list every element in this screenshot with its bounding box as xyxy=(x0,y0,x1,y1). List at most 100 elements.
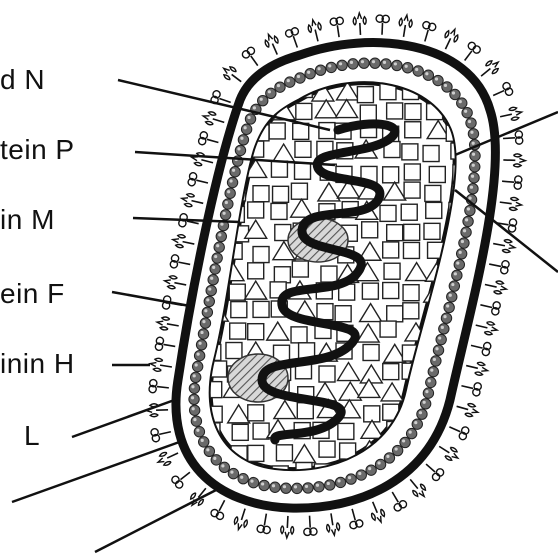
hemagglutinin-spike xyxy=(367,499,387,524)
envelope-bead-highlight xyxy=(297,75,300,78)
envelope-bead xyxy=(292,483,302,493)
envelope-bead xyxy=(227,177,237,187)
envelope-bead xyxy=(210,264,220,274)
interior-square xyxy=(253,247,269,263)
envelope-bead-highlight xyxy=(202,320,205,323)
label-matrix: in M xyxy=(0,204,55,236)
hemagglutinin-spike xyxy=(477,57,502,81)
envelope-bead-highlight xyxy=(307,71,310,74)
spike-head-lobe xyxy=(210,508,220,518)
envelope-bead-highlight xyxy=(212,266,215,269)
envelope-bead-highlight xyxy=(191,396,194,399)
envelope-bead-highlight xyxy=(268,90,271,93)
spike-stem xyxy=(466,366,478,369)
interior-triangle xyxy=(405,323,427,341)
spike-stem xyxy=(410,479,418,488)
envelope-bead-highlight xyxy=(425,72,428,75)
spike-head-curl xyxy=(444,446,461,463)
fusion-spike xyxy=(170,254,192,271)
spike-head-curl xyxy=(412,483,430,501)
envelope-bead xyxy=(459,238,469,248)
spike-stem xyxy=(159,432,171,435)
fusion-spike xyxy=(387,489,408,513)
hemagglutinin-spike xyxy=(440,26,461,51)
fusion-spike xyxy=(490,81,513,101)
spike-head-lobe xyxy=(500,266,508,274)
spike-head-curl xyxy=(444,26,461,42)
envelope-bead-highlight xyxy=(423,401,426,404)
interior-square xyxy=(293,123,309,139)
spike-stem xyxy=(219,98,230,102)
spike-stem xyxy=(310,516,311,528)
spike-stem xyxy=(352,509,355,521)
envelope-bead xyxy=(449,281,459,291)
interior-square xyxy=(319,123,335,139)
envelope-bead xyxy=(431,356,441,366)
interior-square xyxy=(253,301,269,317)
interior-triangle xyxy=(222,263,244,281)
envelope-bead xyxy=(204,296,214,306)
interior-square xyxy=(248,405,264,421)
envelope-bead xyxy=(258,96,268,106)
envelope-bead-highlight xyxy=(430,369,433,372)
envelope-bead xyxy=(420,399,430,409)
envelope-bead xyxy=(325,480,335,490)
envelope-bead xyxy=(206,285,216,295)
interior-triangle xyxy=(228,405,250,423)
envelope-bead xyxy=(462,108,472,118)
envelope-bead-highlight xyxy=(394,62,397,65)
envelope-bead xyxy=(281,483,291,493)
spike-stem xyxy=(382,23,383,35)
envelope-bead xyxy=(468,129,478,139)
hemagglutinin-spike xyxy=(465,359,489,377)
interior-square xyxy=(383,283,399,299)
fusion-spike xyxy=(479,298,501,315)
spike-head-lobe xyxy=(257,525,265,533)
interior-triangle xyxy=(361,420,383,438)
envelope-bead xyxy=(392,60,402,70)
spike-stem xyxy=(163,344,175,346)
envelope-bead xyxy=(466,118,476,128)
interior-square xyxy=(253,186,269,202)
envelope-bead xyxy=(191,416,201,426)
envelope-bead-highlight xyxy=(206,298,209,301)
envelope-bead xyxy=(326,62,336,72)
envelope-bead xyxy=(196,340,206,350)
envelope-bead xyxy=(452,270,462,280)
envelope-bead-highlight xyxy=(191,385,194,388)
envelope-bead xyxy=(423,388,433,398)
envelope-bead xyxy=(413,66,423,76)
spike-head-curl xyxy=(190,151,205,167)
envelope-bead xyxy=(211,455,221,465)
envelope-bead xyxy=(439,324,449,334)
spike-stem xyxy=(426,464,435,472)
envelope-bead xyxy=(295,73,305,83)
envelope-bead-highlight xyxy=(395,447,398,450)
envelope-bead-highlight xyxy=(261,482,264,485)
spike-stem xyxy=(480,305,492,308)
interior-triangle xyxy=(267,322,289,340)
interior-square xyxy=(429,166,445,182)
spike-head-curl xyxy=(493,280,507,295)
envelope-bead-highlight xyxy=(328,64,331,67)
envelope-bead-highlight xyxy=(377,461,380,464)
hemagglutinin-spike xyxy=(156,316,180,333)
interior-square xyxy=(276,445,292,461)
spike-stem xyxy=(287,516,288,528)
spike-stem xyxy=(500,202,512,204)
spike-stem xyxy=(183,242,195,244)
envelope-bead xyxy=(235,145,245,155)
interior-square xyxy=(296,103,312,119)
envelope-bead xyxy=(212,253,222,263)
interior-square xyxy=(291,327,307,343)
envelope-bead xyxy=(450,89,460,99)
envelope-bead xyxy=(428,366,438,376)
spike-head-lobe xyxy=(472,45,482,55)
envelope-bead-highlight xyxy=(456,261,459,264)
envelope-bead-highlight xyxy=(327,482,330,485)
spike-head-curl xyxy=(464,403,479,419)
hemagglutinin-spike xyxy=(201,110,226,129)
interior-square xyxy=(387,225,403,241)
hemagglutinin-spike xyxy=(397,14,413,38)
